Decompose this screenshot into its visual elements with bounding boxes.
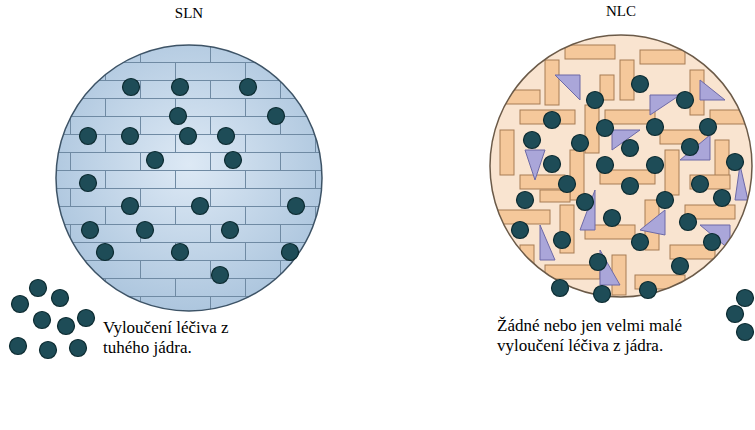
caption-note: Vyloučení léčiva z tuhého jádra. (103, 318, 268, 358)
caption-note: Žádné nebo jen velmi malé vyloučení léči… (497, 316, 683, 356)
caption-text: Žádné nebo jen velmi malé vyloučení léči… (497, 316, 682, 355)
drug-molecules (10, 76, 754, 359)
caption-text: Vyloučení léčiva z tuhého jádra. (103, 318, 229, 357)
sln-particle (50, 40, 330, 320)
particle-heading: NLC (490, 2, 752, 20)
particle-circle: NLC (490, 2, 752, 299)
nlc-particle (490, 35, 752, 297)
particle-circle: SLN (55, 4, 323, 311)
particle-heading: SLN (55, 4, 323, 22)
